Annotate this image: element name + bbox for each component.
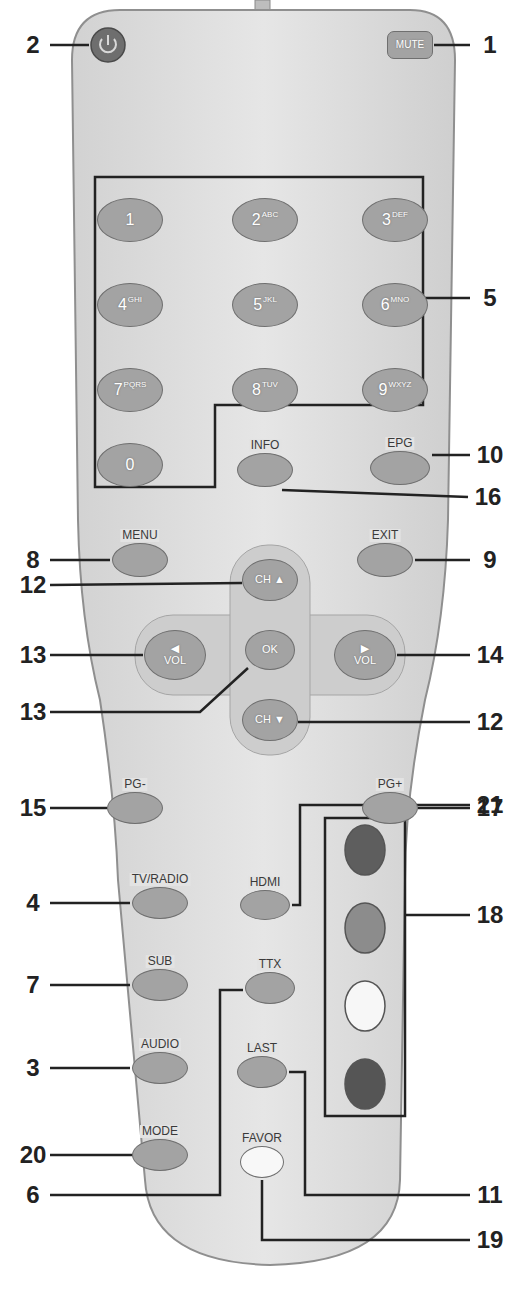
button-letters: GHI (128, 296, 142, 304)
button-label: LAST (245, 1042, 279, 1055)
labeled-button: EXIT (357, 543, 413, 577)
callout-number: 21 (477, 793, 504, 817)
remote-button: MUTE (387, 31, 433, 59)
button-letters: ABC (262, 211, 278, 219)
button-text: 1 (126, 212, 135, 229)
button-label: INFO (249, 439, 282, 452)
button-letters: WXYZ (388, 381, 411, 389)
remote-button: OK (245, 630, 295, 670)
button-label: PG- (122, 778, 147, 791)
button-text: ◀ VOL (160, 643, 190, 666)
number-button: 7PQRS (97, 368, 163, 412)
labeled-button: AUDIO (132, 1052, 188, 1084)
button-label: HDMI (248, 876, 283, 889)
labeled-button: HDMI (240, 890, 290, 920)
callout-number: 12 (20, 573, 47, 597)
labeled-button: MODE (132, 1139, 188, 1171)
button-letters: TUV (262, 381, 278, 389)
labeled-button: EPG (370, 451, 430, 485)
button-letters: DEF (392, 211, 408, 219)
number-button: 8TUV (232, 368, 298, 412)
button-text: 9 (378, 382, 387, 399)
labeled-button: FAVOR (240, 1146, 284, 1178)
callout-number: 3 (26, 1056, 39, 1080)
callout-number: 6 (26, 1183, 39, 1207)
labeled-button: PG+ (362, 792, 418, 824)
labeled-button: TTX (245, 972, 295, 1004)
callout-number: 18 (477, 903, 504, 927)
button-text: 3 (382, 212, 391, 229)
callout-number: 7 (26, 973, 39, 997)
callout-number: 15 (20, 796, 47, 820)
number-button: 3DEF (362, 198, 428, 242)
number-button: 0 (97, 443, 163, 487)
button-text: MUTE (396, 40, 424, 51)
remote-button: ▶ VOL (334, 630, 396, 680)
labeled-button: MENU (112, 543, 168, 577)
callout-number: 13 (20, 700, 47, 724)
callout-number: 9 (483, 548, 496, 572)
callout-number: 2 (26, 33, 39, 57)
button-label: EXIT (370, 529, 401, 542)
number-button: 1 (97, 198, 163, 242)
callout-number: 10 (477, 443, 504, 467)
number-button: 2ABC (232, 198, 298, 242)
labeled-button: TV/RADIO (132, 887, 188, 919)
button-label: FAVOR (240, 1132, 284, 1145)
dpad-pad (135, 545, 405, 755)
button-text: 8 (252, 382, 261, 399)
button-label: TTX (257, 958, 284, 971)
callout-number: 11 (477, 1183, 502, 1207)
labeled-button: LAST (237, 1056, 287, 1088)
leader-lines (50, 45, 470, 1240)
number-button: 9WXYZ (362, 368, 428, 412)
labeled-button: PG- (107, 792, 163, 824)
button-text: 2 (252, 212, 261, 229)
button-text: ▶ VOL (350, 643, 380, 666)
button-text: 7 (114, 382, 123, 399)
callout-number: 12 (477, 710, 504, 734)
button-text: 5 (253, 297, 262, 314)
labeled-button: INFO (237, 453, 293, 487)
callout-number: 20 (20, 1143, 47, 1167)
callout-number: 19 (477, 1228, 504, 1252)
remote-button: ◀ VOL (144, 630, 206, 680)
button-text: OK (262, 644, 278, 656)
button-label: PG+ (376, 778, 404, 791)
button-letters: MNO (391, 296, 410, 304)
button-label: MENU (120, 529, 159, 542)
callout-number: 4 (26, 891, 39, 915)
number-button: 4GHI (97, 283, 163, 327)
callout-number: 13 (20, 643, 47, 667)
button-label: MODE (140, 1125, 180, 1138)
power-button (91, 28, 125, 62)
callout-number: 1 (483, 33, 496, 57)
button-text: 4 (118, 297, 127, 314)
callout-number: 8 (26, 548, 39, 572)
remote-button: CH ▲ (242, 559, 298, 601)
button-text: 6 (381, 297, 390, 314)
callout-number: 16 (475, 485, 502, 509)
button-label: AUDIO (139, 1038, 181, 1051)
button-text: CH ▲ (255, 574, 285, 586)
button-letters: PQRS (124, 381, 147, 389)
button-label: TV/RADIO (130, 873, 191, 886)
color-buttons (345, 825, 385, 1109)
button-letters: JKL (263, 296, 277, 304)
button-text: CH ▼ (255, 714, 285, 726)
callout-number: 14 (477, 643, 504, 667)
button-label: SUB (146, 955, 175, 968)
number-button: 6MNO (362, 283, 428, 327)
remote-body (72, 10, 455, 1265)
button-text: 0 (126, 457, 135, 474)
button-label: EPG (385, 437, 414, 450)
remote-button: CH ▼ (242, 699, 298, 741)
number-button: 5JKL (232, 283, 298, 327)
callout-number: 5 (483, 286, 496, 310)
labeled-button: SUB (132, 969, 188, 1001)
